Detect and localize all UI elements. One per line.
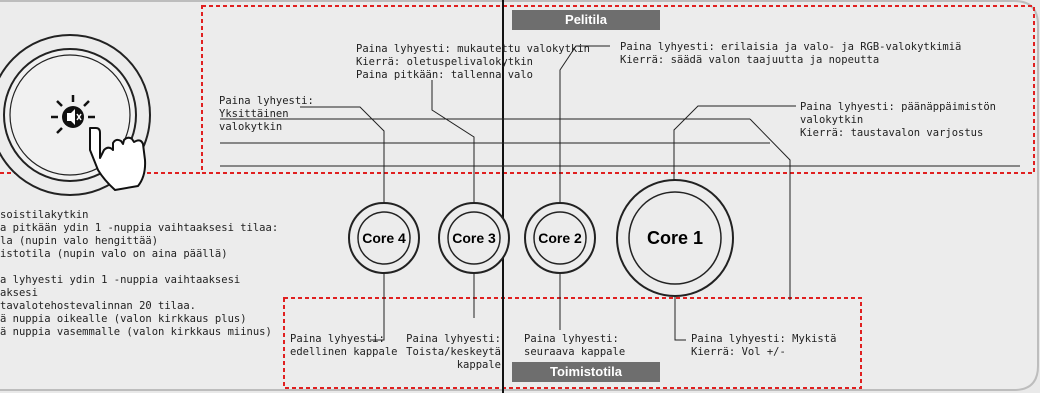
knob-core2[interactable] [524, 202, 596, 274]
office-core1-line-2: Kierrä: Vol +/- [691, 346, 786, 358]
pointing-hand-icon [89, 127, 147, 191]
left-line-10: ä nuppia vasemmalle (valon kirkkaus miin… [0, 326, 272, 338]
leader-core2-game [559, 45, 610, 205]
office-core4-line-2: edellinen kappale [290, 346, 398, 358]
office-core4-line-1: Paina lyhyesti: [290, 333, 385, 345]
office-mode-box [283, 297, 862, 389]
game-core4-line-1: Paina lyhyesti: [219, 95, 314, 107]
game-core1-line-2: valokytkin [800, 114, 864, 126]
leader-core1-game [673, 105, 796, 180]
game-core3-line-3: Paina pitkään: tallenna valo [356, 69, 534, 81]
game-core1-line-1: Paina lyhyesti: päänäppäimistön [800, 101, 996, 113]
game-core1-line-3: Kierrä: taustavalon varjostus [800, 127, 984, 139]
left-line-4: istotila (nupin valo on aina päällä) [0, 248, 228, 260]
game-core4-line-2: Yksittäinen [219, 108, 289, 120]
left-line-9: ä nuppia oikealle (valon kirkkaus plus) [0, 313, 247, 325]
knob-core4[interactable] [348, 202, 420, 274]
left-panel-text: soistilakytkin a pitkään ydin 1 -nuppia … [0, 209, 278, 339]
game-core3-line-2: Kierrä: oletuspelivalokytkin [356, 56, 534, 68]
leader-core4-office [370, 270, 385, 341]
game-core2-line-2: Kierrä: säädä valon taajuutta ja nopeutt… [620, 54, 880, 66]
game-label-core2: Paina lyhyesti: erilaisia ja valo- ja RG… [620, 41, 961, 67]
knob-core1-label: Core 1 [646, 228, 704, 248]
knob-core2-label: Core 2 [538, 230, 582, 246]
office-core2-line-1: Paina lyhyesti: [524, 333, 619, 345]
knob-core3[interactable] [438, 202, 510, 274]
game-mode-box [201, 5, 1035, 174]
leader-core4-game [300, 106, 385, 205]
office-label-core2: Paina lyhyesti: seuraava kappale [524, 333, 625, 359]
office-core2-line-2: seuraava kappale [524, 346, 626, 358]
game-core3-line-1: Paina lyhyesti: mukautettu valokytkin [356, 43, 590, 55]
game-mode-header: Pelitila [512, 10, 660, 30]
knob-core4-label: Core 4 [362, 230, 406, 246]
office-label-core1: Paina lyhyesti: Mykistä Kierrä: Vol +/- [691, 333, 836, 359]
game-label-core3: Paina lyhyesti: mukautettu valokytkin Ki… [356, 43, 590, 82]
left-line-2: a pitkään ydin 1 -nuppia vaihtaaksesi ti… [0, 222, 279, 234]
office-label-core4: Paina lyhyesti: edellinen kappale [290, 333, 397, 359]
game-core4-line-3: valokytkin [219, 121, 283, 133]
game-label-core4: Paina lyhyesti: Yksittäinen valokytkin [219, 95, 314, 134]
left-line-1: soistilakytkin [0, 209, 89, 221]
leader-core1-office [674, 295, 686, 341]
office-core3-line-3: kappale [456, 359, 501, 371]
knob-core3-label: Core 3 [452, 230, 496, 246]
office-mode-header: Toimistotila [512, 362, 660, 382]
office-core1-line-1: Paina lyhyesti: Mykistä [691, 333, 837, 345]
left-line-3: la (nupin valo hengittää) [0, 235, 159, 247]
knob-core1[interactable] [616, 179, 734, 297]
office-label-core3: Paina lyhyesti: Toista/keskeytä kappale [403, 333, 501, 372]
knob-illustration-inner [9, 54, 131, 176]
game-label-core1: Paina lyhyesti: päänäppäimistön valokytk… [800, 101, 996, 140]
leader-core3-game [431, 80, 475, 205]
left-line-5 [0, 261, 278, 274]
left-line-6: a lyhyesti ydin 1 -nuppia vaihtaaksesi [0, 274, 241, 286]
leader-right-long [749, 118, 791, 300]
left-line-8: tavalotehostevalinnan 20 tilaa. [0, 300, 196, 312]
mute-light-icon [51, 95, 95, 134]
office-core3-line-1: Paina lyhyesti: [406, 333, 501, 345]
game-core2-line-1: Paina lyhyesti: erilaisia ja valo- ja RG… [620, 41, 962, 53]
left-line-7: aksesi [0, 287, 38, 299]
office-core3-line-2: Toista/keskeytä [406, 346, 501, 358]
